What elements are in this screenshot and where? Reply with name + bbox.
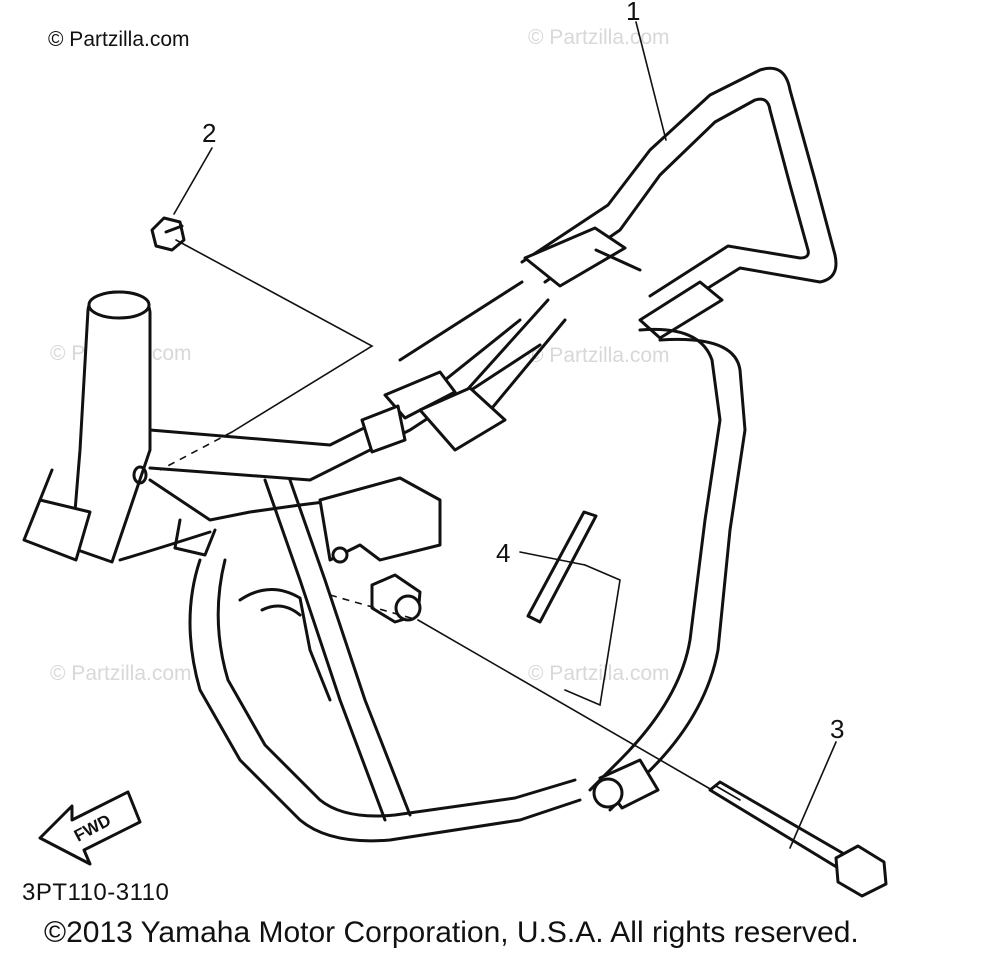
- pin-bracket-line: [564, 564, 621, 707]
- assembly-line-nut: [175, 239, 374, 433]
- forward-arrow-icon: FWD: [38, 790, 142, 866]
- callout-1: 1: [626, 0, 640, 26]
- leader-2: [173, 147, 213, 215]
- diagram-part-code: 3PT110-3110: [22, 879, 169, 906]
- assembly-dash-bolt: [329, 594, 419, 621]
- watermark-low-right: © Partzilla.com: [528, 662, 670, 685]
- callout-3: 3: [830, 714, 844, 744]
- leader-4: [519, 551, 586, 566]
- frame-part-1: [22, 66, 838, 843]
- watermark-top-right: © Partzilla.com: [528, 26, 670, 49]
- callout-4: 4: [496, 538, 510, 568]
- pin-part-4: [526, 510, 598, 624]
- watermark-top-left: © Partzilla.com: [48, 28, 190, 51]
- nut-part-2: [150, 216, 186, 252]
- bolt-part-3: [708, 780, 888, 898]
- leader-1: [635, 21, 667, 141]
- callout-2: 2: [202, 118, 216, 148]
- watermark-mid-right: © Partzilla.com: [528, 344, 670, 367]
- watermark-low-left: © Partzilla.com: [50, 662, 192, 685]
- copyright-notice: ©2013 Yamaha Motor Corporation, U.S.A. A…: [44, 916, 859, 949]
- assembly-line-bolt: [417, 619, 713, 791]
- assembly-dash-nut: [159, 431, 233, 471]
- leader-3: [789, 741, 837, 849]
